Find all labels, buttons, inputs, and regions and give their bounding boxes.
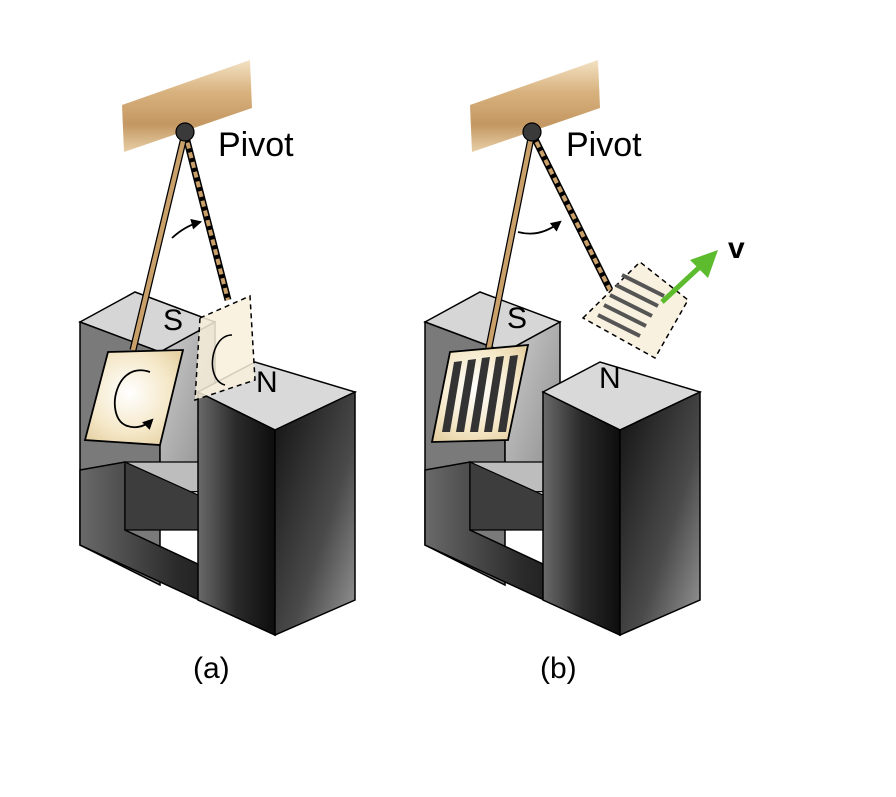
ghost-slotted-plate-b [581, 261, 689, 360]
caption-a: (a) [193, 652, 230, 685]
pivot-label-a: Pivot [218, 126, 294, 164]
velocity-label: v [728, 232, 745, 265]
pivot-point-b [522, 122, 542, 142]
eddy-current-loop-a [113, 369, 154, 430]
velocity-arrow [660, 250, 718, 304]
magnet-b [423, 291, 703, 637]
north-pole-label-a: N [256, 366, 278, 399]
pendulum-plate-a [83, 349, 185, 446]
slotted-plate-b [430, 343, 530, 443]
ceiling-b [470, 60, 600, 152]
swing-angle-arc-a [171, 219, 203, 239]
panel-a: Pivot S N (a) [78, 60, 358, 685]
south-pole-label-b: S [507, 302, 527, 335]
caption-b: (b) [540, 652, 577, 685]
north-pole-label-b: N [599, 362, 621, 395]
pivot-label-b: Pivot [566, 126, 642, 164]
swing-angle-arc-b [517, 220, 562, 235]
ghost-plate-a [194, 294, 256, 402]
ceiling-a [122, 60, 252, 152]
pivot-point-a [175, 122, 195, 142]
south-pole-label-a: S [163, 304, 183, 337]
panel-b: Pivot S N v (b) [423, 60, 745, 685]
